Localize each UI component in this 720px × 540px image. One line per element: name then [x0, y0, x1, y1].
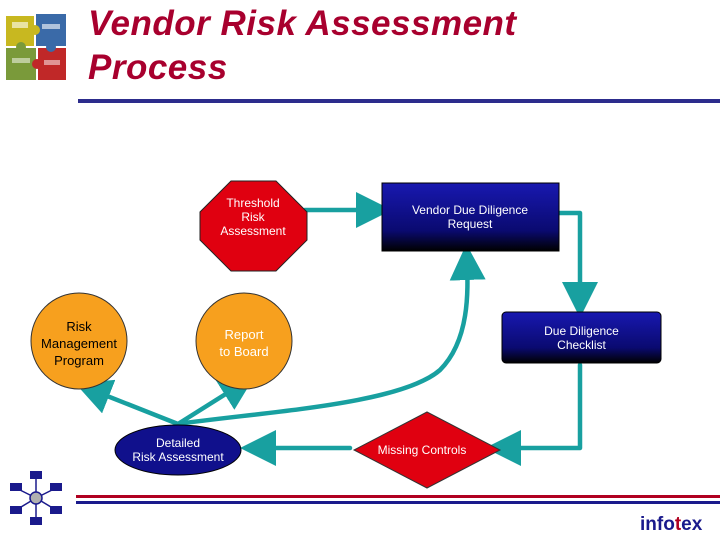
slide-title: Vendor Risk Assessment Process: [88, 2, 648, 90]
puzzle-logo-icon: [6, 14, 66, 80]
infotex-logo: infotex: [640, 512, 720, 538]
vendor-request-box: [381, 182, 560, 252]
footer-rule-red: [76, 495, 720, 498]
title-divider: [78, 99, 720, 103]
risk-program-circle: [30, 292, 128, 390]
detailed-ellipse: [114, 424, 242, 476]
threshold-stop-sign: [199, 180, 308, 272]
missing-diamond: [352, 411, 502, 489]
footer-rule-blue: [76, 501, 720, 504]
checklist-box: [501, 311, 662, 364]
brand-part: ex: [681, 514, 703, 535]
report-board-circle: [195, 292, 293, 390]
title-line-1: Vendor Risk Assessment: [88, 4, 517, 43]
brand-part: info: [640, 514, 675, 535]
brand-part: t: [674, 514, 682, 535]
title-line-2: Process: [88, 48, 228, 87]
arrow-detailed-to-program: [75, 379, 181, 427]
network-icon: [10, 471, 62, 525]
arrow-loop-to-request: [175, 244, 486, 427]
arrow-checklist-to-missing: [485, 362, 583, 466]
arrow-request-to-checklist: [555, 210, 598, 318]
arrow-detailed-to-board: [175, 375, 256, 427]
